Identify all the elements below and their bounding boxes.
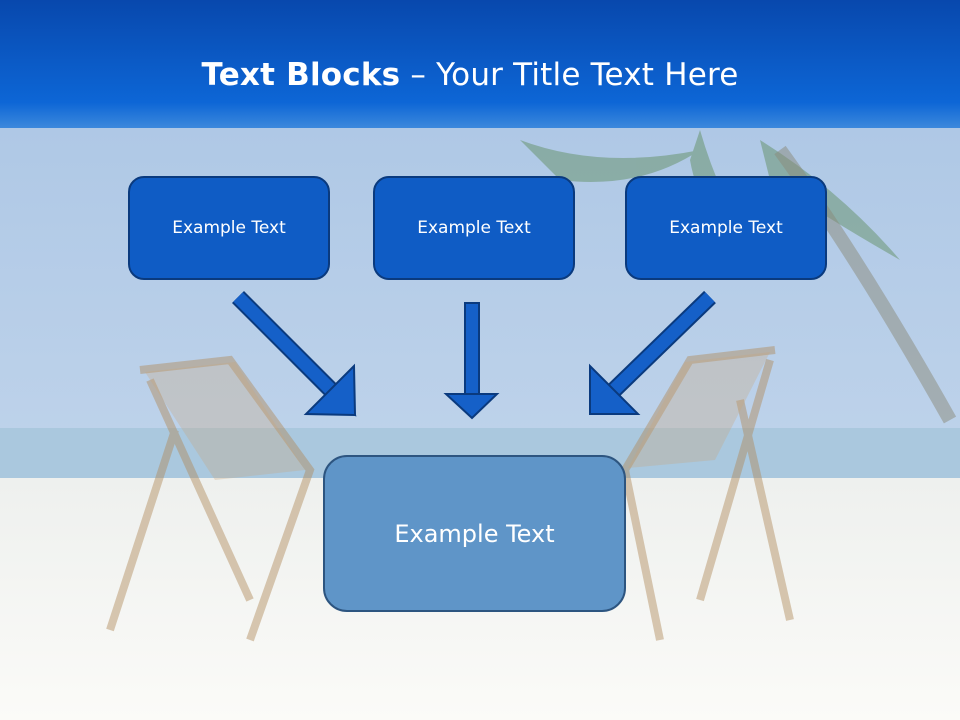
text-block-bottom-label: Example Text — [394, 519, 555, 548]
title-rest-text: Your Title Text Here — [436, 57, 739, 93]
title-bold-text: Text Blocks — [201, 57, 401, 93]
title-dash: – — [400, 57, 437, 93]
text-block-right: Example Text — [625, 176, 827, 280]
text-block-center: Example Text — [373, 176, 575, 280]
text-block-left-label: Example Text — [172, 218, 286, 238]
text-block-bottom: Example Text — [323, 455, 626, 612]
text-block-center-label: Example Text — [417, 218, 531, 238]
text-block-left: Example Text — [128, 176, 330, 280]
text-block-right-label: Example Text — [669, 218, 783, 238]
slide-title: Text Blocks – Your Title Text Here — [0, 52, 940, 98]
